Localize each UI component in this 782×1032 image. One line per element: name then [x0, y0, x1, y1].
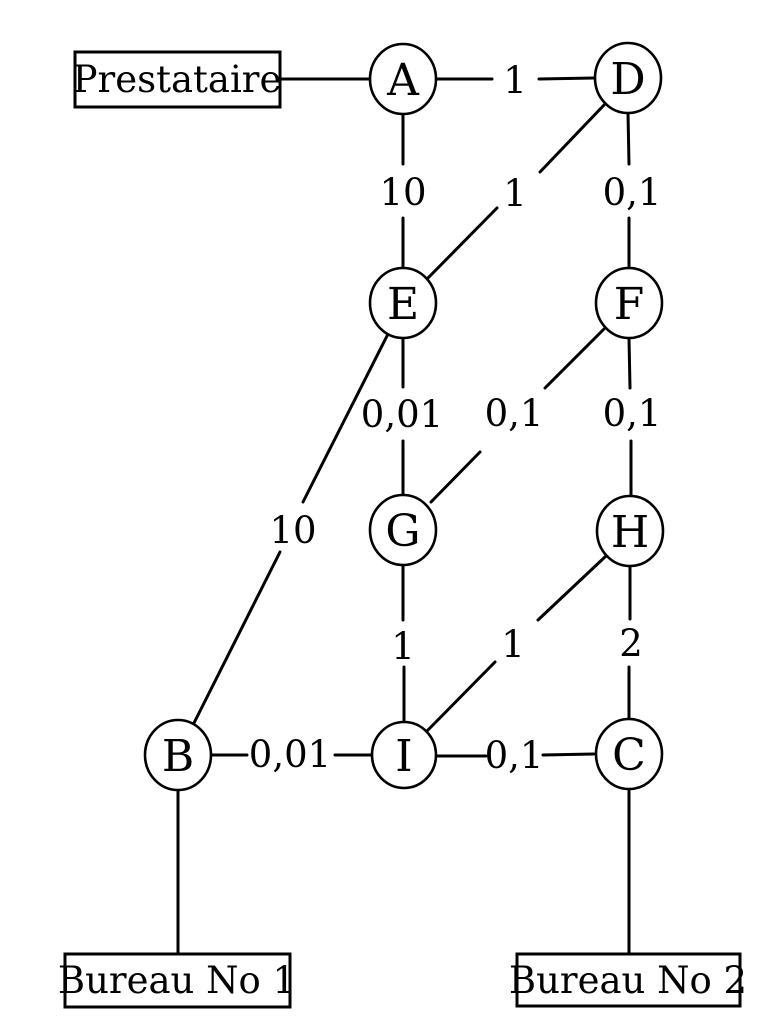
node-f: F: [594, 266, 664, 340]
terminal-bureau2-box: [515, 952, 742, 1008]
edge-weight-d-e: 1: [503, 172, 527, 215]
node-c: C: [594, 717, 664, 791]
edge-e-b: [192, 332, 390, 725]
node-d-label: D: [610, 54, 645, 105]
nodes-layer: A D E F G H B: [143, 41, 665, 792]
terminal-bureau1: Bureau No 1: [58, 952, 296, 1009]
edge-g-i: [401, 563, 406, 723]
edge-i-c: [436, 752, 596, 758]
node-b: B: [143, 718, 213, 792]
node-i-label: I: [395, 731, 412, 782]
edge-weight-e-b: 10: [269, 509, 316, 552]
terminal-bureau2-label: Bureau No 2: [509, 959, 747, 1002]
edge-weight-f-h: 0,1: [603, 392, 662, 435]
edge-segment: [192, 550, 282, 725]
edge-segment: [429, 450, 482, 504]
edge-segment: [301, 332, 390, 504]
edge-a-d: [435, 76, 596, 81]
edge-weight-a-d: 1: [503, 59, 527, 102]
edge-weight-e-g: 0,01: [361, 393, 443, 436]
edge-segment: [426, 206, 499, 280]
node-a-label: A: [386, 55, 420, 106]
node-h-label: H: [611, 507, 649, 558]
edge-segment: [626, 111, 631, 166]
edge-d-e: [426, 102, 607, 280]
terminal-prestataire: Prestataire: [73, 50, 282, 109]
terminals-layer: Prestataire Bureau No 1 Bureau No 2: [58, 50, 747, 1009]
node-b-circle: [143, 718, 213, 792]
node-e: E: [368, 266, 438, 340]
edge-f-g: [429, 327, 606, 504]
edge-weight-h-i: 1: [501, 623, 525, 666]
node-h: H: [595, 494, 665, 568]
edge-segment: [538, 102, 607, 174]
edge-weight-a-e: 10: [379, 171, 426, 214]
edge-weight-d-f: 0,1: [603, 171, 662, 214]
terminal-bureau1-box: [63, 952, 292, 1009]
edge-weight-i-c: 0,1: [485, 734, 544, 777]
node-a-circle: [368, 42, 438, 116]
edge-segment: [537, 76, 596, 81]
node-h-circle: [595, 494, 665, 568]
terminal-prestataire-box: [73, 50, 282, 109]
edge-weight-f-g: 0,1: [485, 392, 544, 435]
node-g-circle: [368, 493, 438, 567]
node-i-circle: [370, 720, 438, 790]
node-d-circle: [593, 41, 663, 115]
node-a: A: [368, 42, 438, 116]
edges-layer: [176, 76, 633, 956]
node-g-label: G: [385, 506, 420, 557]
edge-segment: [425, 660, 497, 733]
edge-segment: [627, 336, 632, 390]
terminal-bureau2: Bureau No 2: [509, 952, 747, 1008]
edge-f-h: [627, 336, 633, 498]
node-c-label: C: [612, 730, 646, 781]
edge-weight-h-c: 2: [619, 622, 643, 665]
node-e-circle: [368, 266, 438, 340]
edge-h-c: [627, 564, 632, 721]
node-g: G: [368, 493, 438, 567]
node-c-circle: [594, 717, 664, 791]
terminal-bureau1-label: Bureau No 1: [58, 959, 296, 1002]
node-f-circle: [594, 266, 664, 340]
node-f-label: F: [614, 279, 645, 330]
node-d: D: [593, 41, 663, 115]
edge-segment: [536, 554, 608, 622]
edge-h-i: [425, 554, 608, 733]
edge-weight-b-i: 0,01: [249, 733, 331, 776]
edge-segment: [543, 327, 606, 390]
node-i: I: [370, 720, 438, 790]
node-e-label: E: [387, 279, 419, 330]
edge-weight-g-i: 1: [391, 625, 415, 668]
edge-d-f: [626, 111, 631, 270]
terminal-prestataire-label: Prestataire: [73, 58, 282, 101]
weights-layer: 1 10 1 0,1 0,01 0,1 0,1 10 1 1 2 0,01 0,…: [249, 59, 662, 777]
edge-segment: [541, 752, 596, 757]
node-b-label: B: [162, 731, 194, 782]
